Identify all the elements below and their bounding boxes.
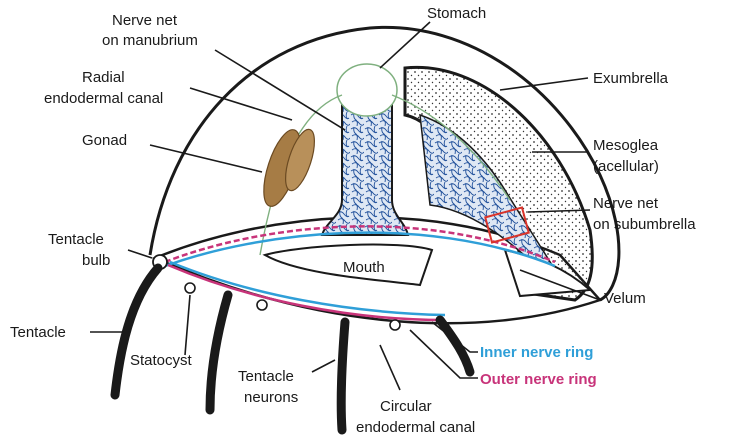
leader-tentacle-neurons [312, 360, 335, 372]
label-statocyst: Statocyst [130, 352, 193, 369]
leader-tentacle-bulb [128, 250, 152, 258]
label-nerve-net-manubrium-1: Nerve net [112, 12, 178, 29]
leader-circular-canal [380, 345, 400, 390]
tentacle-3 [341, 322, 345, 430]
label-stomach: Stomach [427, 5, 486, 22]
label-tentacle: Tentacle [10, 324, 66, 341]
label-tentacle-neurons-2: neurons [244, 389, 298, 406]
label-tentacle-bulb-2: bulb [82, 252, 110, 269]
stomach [337, 64, 397, 116]
label-radial-canal-1: Radial [82, 69, 125, 86]
label-tentacle-bulb-1: Tentacle [48, 231, 104, 248]
label-mouth: Mouth [343, 259, 385, 276]
label-nerve-net-subumbrella-1: Nerve net [593, 195, 659, 212]
label-radial-canal-2: endodermal canal [44, 90, 163, 107]
statocyst-3 [390, 320, 400, 330]
statocyst-1 [185, 283, 195, 293]
label-gonad: Gonad [82, 132, 127, 149]
label-mesoglea-2: (acellular) [593, 158, 659, 175]
label-tentacle-neurons-1: Tentacle [238, 368, 294, 385]
label-circular-canal-1: Circular [380, 398, 432, 415]
statocyst-2 [257, 300, 267, 310]
label-outer-nerve-ring: Outer nerve ring [480, 371, 597, 388]
tentacle-2 [210, 295, 228, 410]
label-nerve-net-manubrium-2: on manubrium [102, 32, 198, 49]
label-circular-canal-2: endodermal canal [356, 419, 475, 436]
label-nerve-net-subumbrella-2: on subumbrella [593, 216, 696, 233]
label-mesoglea-1: Mesoglea [593, 137, 659, 154]
label-exumbrella: Exumbrella [593, 70, 669, 87]
label-inner-nerve-ring: Inner nerve ring [480, 344, 593, 361]
label-velum: Velum [604, 290, 646, 307]
leader-statocyst [185, 295, 190, 355]
